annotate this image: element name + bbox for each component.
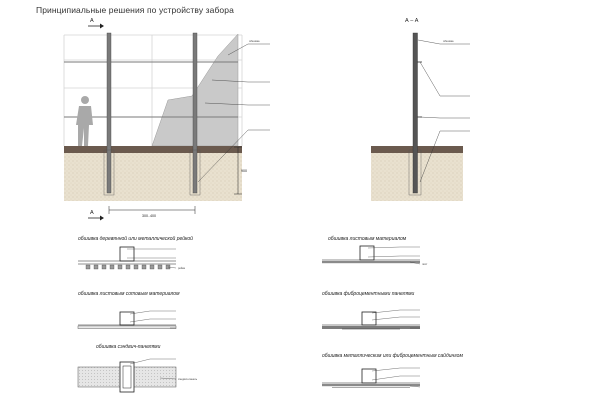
detail-5-post <box>119 361 135 393</box>
detail-5-note-2: сэндвич-панель <box>178 378 198 381</box>
detail-1-slats <box>85 264 171 270</box>
detail-1-post <box>119 246 135 262</box>
detail-5-caption: обшивка сэндвич-панелями <box>96 344 161 350</box>
page-title: Принципиальные решения по устройству заб… <box>36 5 234 15</box>
post-footings <box>103 149 201 196</box>
section-note-1: обшивка <box>443 39 454 43</box>
detail-siding: обшивка металлическим или фиброцементным… <box>322 352 463 388</box>
depth-dimension <box>234 146 242 195</box>
detail-4-post <box>361 311 377 326</box>
detail-6-siding <box>322 384 420 387</box>
detail-6-post <box>361 368 377 384</box>
span-dimension-label: 300..400 <box>142 214 156 218</box>
detail-sandwich-panel: обшивка сэндвич-панелями сэндвич-панель <box>77 344 198 393</box>
detail-2-post <box>359 245 375 261</box>
person-silhouette-icon <box>76 96 93 146</box>
ground-soil <box>64 153 242 201</box>
section-rail-brackets <box>417 61 422 118</box>
depth-dimension-label: 900 <box>241 169 247 173</box>
section-leaders <box>417 39 470 183</box>
section-post <box>412 32 418 194</box>
horizontal-rails <box>64 61 238 118</box>
detail-2-caption: обшивка листовым материалом <box>328 236 407 242</box>
fence-elevation: А А 300..400 900 <box>63 18 270 221</box>
detail-6-caption: обшивка металлическим или фиброцементным… <box>322 352 463 359</box>
section-mark-top-label: А <box>90 18 94 24</box>
detail-1-caption: обшивка деревянной или металлической рей… <box>78 235 193 242</box>
detail-3-caption: обшивка листовым сотовым материалом <box>78 291 180 297</box>
detail-2-sheet <box>322 261 420 264</box>
detail-sheet: обшивка листовым материалом лист <box>322 236 428 266</box>
section-mark-bottom-label: А <box>90 210 94 216</box>
detail-2-note-3: лист <box>422 263 428 266</box>
elevation-leaders <box>197 43 270 183</box>
elevation-note-1: обшивка <box>249 39 260 43</box>
detail-cellular-sheet: обшивка листовым сотовым материалом <box>77 291 180 329</box>
section-mark-top: А <box>88 18 104 29</box>
span-dimension <box>108 206 196 214</box>
detail-3-post <box>119 311 135 326</box>
section-a-a: А – А обшивка <box>371 18 470 201</box>
section-title: А – А <box>405 18 419 24</box>
detail-1-note-3: рейка <box>178 266 186 270</box>
detail-wood-slats: обшивка деревянной или металлической рей… <box>78 235 193 270</box>
fence-posts <box>106 32 198 194</box>
detail-fiber-cement: обшивка фиброцементными панелями <box>322 291 420 330</box>
ground-topsoil <box>64 146 242 153</box>
detail-4-caption: обшивка фиброцементными панелями <box>322 291 415 297</box>
detail-4-panel <box>322 326 420 329</box>
section-mark-bottom: А <box>88 210 104 221</box>
